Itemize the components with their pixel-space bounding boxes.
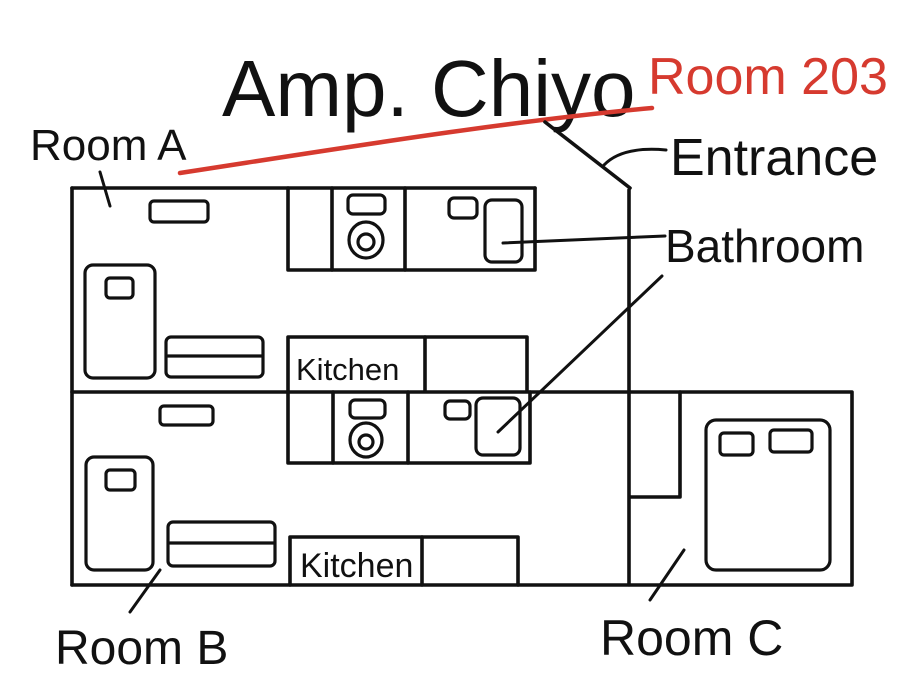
room-c-bed [704,418,832,572]
room-a-label: Room A [30,121,187,170]
building-walls [70,120,632,587]
room-c-pillow-right [768,428,814,454]
room-a: Kitchen [83,186,537,392]
room-c-outline [628,390,854,587]
room-b-pointer [128,568,162,614]
room-c-label: Room C [600,610,783,666]
room-a-toilet-bowl [347,220,385,260]
bathroom-label: Bathroom [665,220,864,272]
room-a-toilet-tank [346,193,387,216]
room-a-pointer [98,170,112,208]
room-a-bathroom-outline [286,186,537,272]
room-a-desk [148,199,210,224]
room-b-kitchen-outline [288,535,520,587]
entrance-pointer [602,147,668,167]
entrance-wall [543,120,632,190]
entrance-label: Entrance [670,129,878,187]
room-b-toilet-seat [357,433,375,451]
room-b-toilet-tank [348,398,387,420]
bathroom-pointer-room-a [501,234,667,245]
callouts: Room A Entrance Bathroom Room B Room C [30,121,878,675]
building-title: Amp. Chiyo [222,44,635,133]
room-a-pillow [104,276,135,300]
room-a-kitchen-label: Kitchen [296,352,399,387]
room-b-bathroom-block [286,390,532,465]
room-b-pillow [104,468,137,492]
room-c-pillow-left [718,431,755,457]
room-a-sink [447,196,479,220]
room-a-bed [83,263,157,380]
room-a-kitchen: Kitchen [286,335,529,392]
room-b-label: Room B [55,622,228,675]
room-c-pointer [648,548,686,602]
room-b-kitchen: Kitchen [288,535,520,587]
room-a-kitchen-outline [286,335,529,392]
room-b-kitchen-label: Kitchen [300,547,413,585]
title-underline [177,105,655,176]
room-b-toilet-bowl [348,421,384,459]
header: Amp. Chiyo Room 203 [177,44,888,176]
room-b-desk [158,404,215,427]
room-c-closet [628,390,682,499]
room-b-bathtub [474,396,522,457]
room-b-sink [443,399,472,421]
bathroom-pointer-room-b [496,274,664,434]
room-b-bed [84,455,155,572]
room-number: Room 203 [648,48,888,106]
room-a-bathroom-block [286,186,537,272]
room-c [628,390,854,587]
room-a-bathtub [483,198,524,264]
room-a-toilet-seat [356,232,376,252]
room-b: Kitchen [84,390,532,587]
